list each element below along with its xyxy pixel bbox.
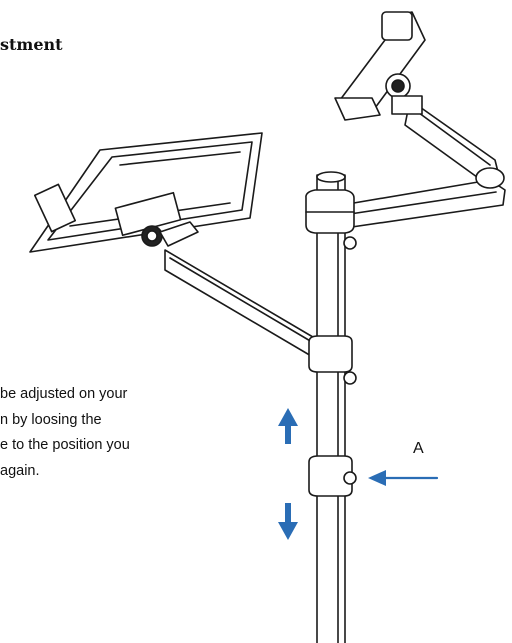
up-arrow — [278, 408, 298, 444]
pointer-arrow — [368, 470, 439, 486]
right-tablet-holder — [334, 11, 426, 121]
upper-arm — [341, 99, 506, 229]
instruction-line-1: be adjusted on your — [0, 386, 128, 402]
instruction-text: be adjusted on your n by loosing the e t… — [0, 382, 200, 484]
main-pole — [316, 171, 346, 643]
top-collar — [305, 189, 357, 250]
instruction-line-4: again. — [0, 462, 40, 479]
instruction-line-2: n by loosing the — [0, 411, 102, 428]
lower-arm — [164, 249, 319, 361]
section-heading: stment — [0, 35, 63, 54]
callout-label-a: A — [413, 440, 424, 457]
instruction-line-3: e to the position you — [0, 437, 130, 453]
lower-collar — [308, 455, 357, 497]
middle-collar — [308, 335, 357, 385]
down-arrow — [278, 503, 298, 540]
left-tablet-holder — [29, 132, 263, 253]
